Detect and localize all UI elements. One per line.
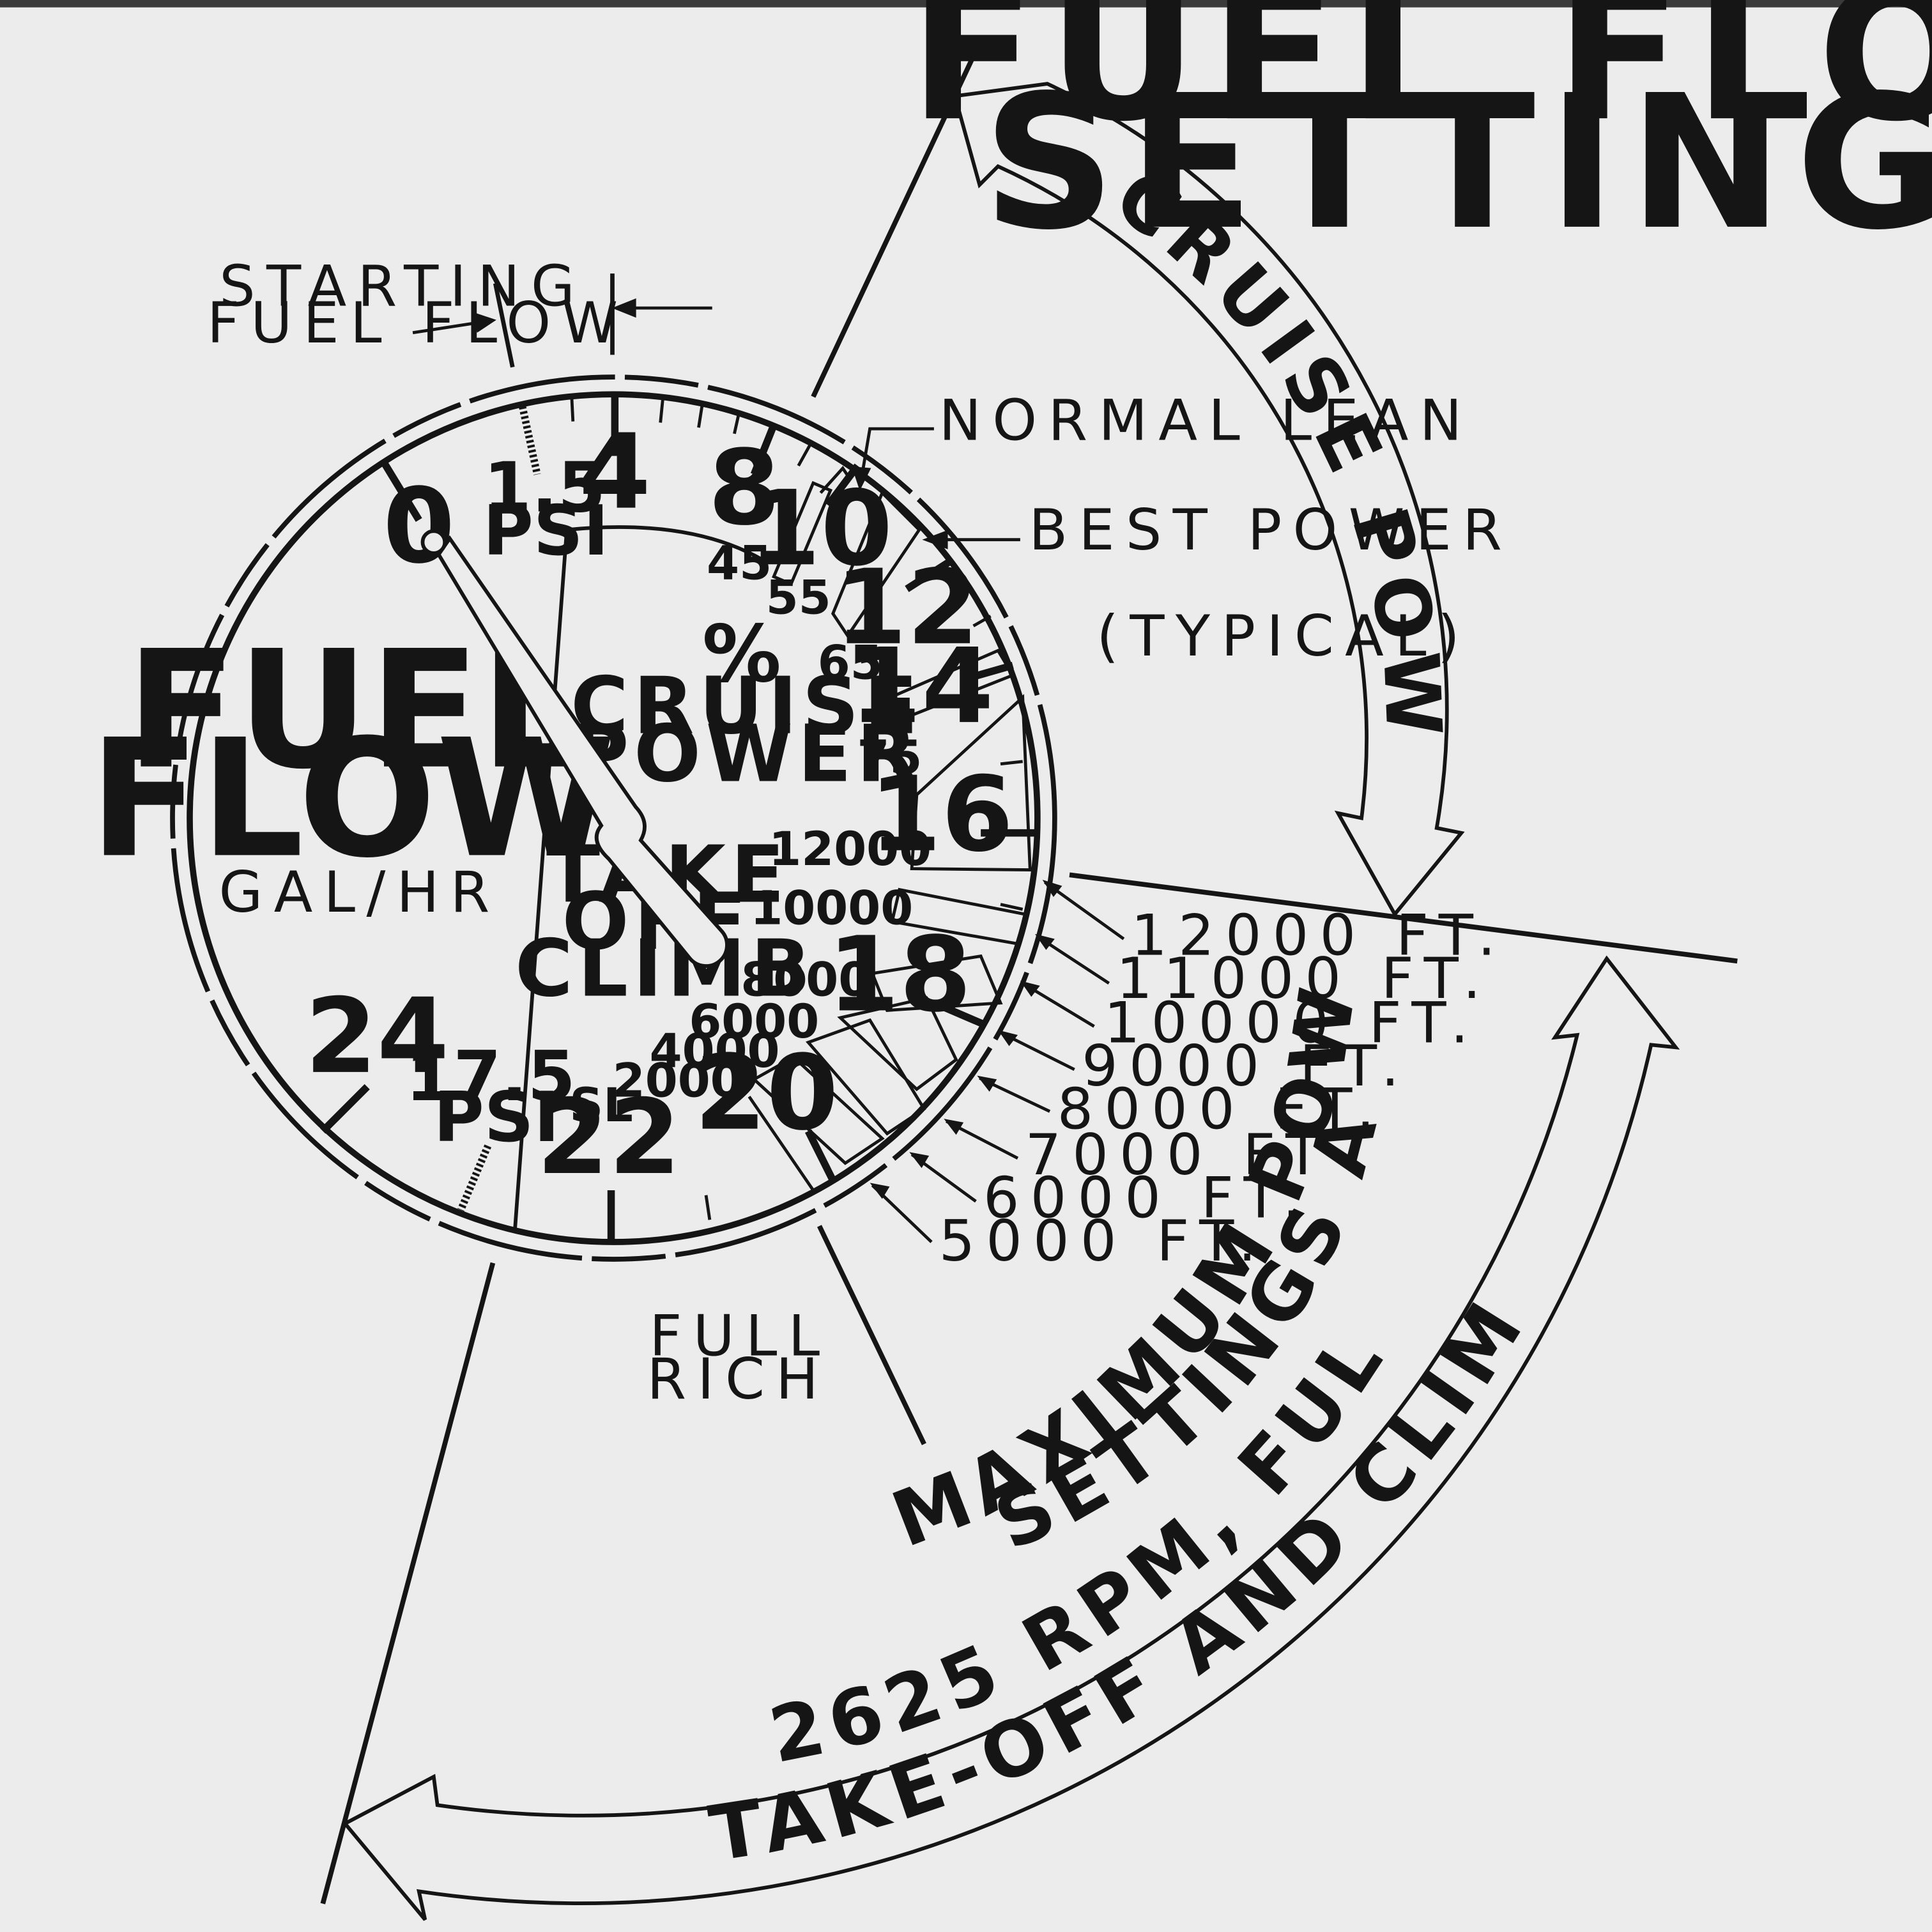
scale-number-20: 20 (694, 1034, 838, 1154)
starting-fuel-flow-label-1: STARTING (219, 253, 586, 319)
altitude-callout: 11000 FT. (1036, 935, 1492, 1011)
percent-sign: % (702, 609, 786, 701)
altitude-callout: 9000 FT. (999, 1031, 1410, 1099)
svg-text:10000 FT.: 10000 FT. (1104, 990, 1480, 1056)
altitude-callout: 10000 FT. (1022, 981, 1480, 1056)
altitude-mark-8000: 8000 (740, 953, 871, 1007)
altitude-mark-2000: 2000 (613, 1054, 743, 1108)
starting-fuel-flow-pointer (412, 273, 712, 368)
svg-text:9000 FT.: 9000 FT. (1082, 1033, 1410, 1099)
psi-marks (457, 406, 541, 1212)
title-line-1: FUEL FLOW (909, 0, 1932, 162)
psi-high-value: 17.5 (405, 1037, 575, 1117)
scale-number-12: 12 (835, 548, 979, 668)
altitude-mark-sl: SL (569, 1078, 632, 1133)
scale-number-14: 14 (850, 627, 993, 747)
scale-boundary (513, 525, 765, 1229)
cruise-sector-boundary-line (811, 42, 982, 398)
starting-fuel-flow-label-2: FUEL FLOW (207, 290, 629, 356)
svg-text:8000 FT.: 8000 FT. (1057, 1077, 1386, 1142)
takeoff-label-3: CLIMB (515, 923, 816, 1015)
units-label: GAL/HR (219, 859, 501, 925)
normal-lean-label: NORMAL LEAN (939, 388, 1473, 454)
svg-text:11000 FT.: 11000 FT. (1116, 946, 1492, 1011)
scale-number-16: 16 (870, 755, 1013, 875)
cruise-percent-75: 75 (857, 731, 922, 785)
altitude-callout: 7000 FT (946, 1119, 1331, 1188)
cruise-percent-65: 65 (818, 636, 883, 691)
svg-text:5000 FT.: 5000 FT. (939, 1208, 1268, 1274)
full-rich-pointer-line (817, 1225, 926, 1445)
typical-label: (TYPICAL) (1096, 603, 1470, 669)
scale-number-24: 24 (305, 977, 448, 1097)
range-divider-line (1069, 872, 1738, 964)
svg-text:6000 FT.: 6000 FT. (983, 1165, 1312, 1230)
card-top-edge (0, 0, 1932, 8)
gauge-outer-ring (170, 374, 1057, 1262)
psi-low-unit: PSI (483, 491, 609, 571)
fuel-flow-gauge: 0 4 8 10 12 14 16 18 20 22 24 1.5 PSI 17… (89, 374, 1057, 1262)
takeoff-blocks (747, 887, 1027, 1192)
scale-number-8: 8 (708, 429, 780, 549)
major-ticks (320, 394, 1038, 1240)
gauge-needle (420, 529, 729, 968)
psi-low-value: 1.5 (484, 448, 606, 528)
full-rich-label-2: RICH (647, 1346, 830, 1412)
cruise-percent-45: 45 (707, 536, 772, 590)
cruise-power-label-1: CRUISE (571, 660, 923, 752)
altitude-mark-10000: 10000 (750, 881, 913, 935)
scale-number-0: 0 (383, 466, 455, 586)
altitude-mark-4000: 4000 (650, 1024, 780, 1078)
title-line-2: SETTINGS (983, 56, 1932, 271)
svg-text:12000 FT.: 12000 FT. (1131, 903, 1506, 969)
scale-number-22: 22 (537, 1078, 680, 1198)
minor-ticks (570, 396, 1023, 1220)
altitude-callout: 12000 FT. (1044, 880, 1506, 969)
takeoff-sector-boundary-line (320, 1262, 496, 1905)
altitude-mark-12000: 12000 (769, 822, 931, 877)
cruise-power-label-2: POWER (571, 709, 922, 801)
flow-label: FLOW (89, 705, 615, 894)
altitude-callout: 5000 FT. (871, 1184, 1268, 1274)
psi-high-unit: PSI (434, 1078, 560, 1158)
scale-number-10: 10 (749, 469, 893, 589)
altitude-callouts: 12000 FT. 11000 FT. 10000 FT. 9000 FT. 8… (870, 880, 1506, 1274)
svg-text:7000 FT: 7000 FT (1025, 1122, 1331, 1188)
scale-number-18: 18 (827, 915, 971, 1035)
altitude-mark-6000: 6000 (689, 995, 819, 1049)
cruise-percent-55: 55 (766, 571, 831, 625)
full-rich-label-1: FULL (649, 1303, 831, 1368)
altitude-callout: 8000 FT. (979, 1077, 1386, 1142)
best-power-label: BEST POWER (1029, 497, 1513, 563)
scale-number-4: 4 (579, 413, 651, 533)
scale-numbers: 0 4 8 10 12 14 16 18 20 22 24 (305, 413, 1013, 1198)
cruise-power-blocks (771, 465, 1032, 872)
